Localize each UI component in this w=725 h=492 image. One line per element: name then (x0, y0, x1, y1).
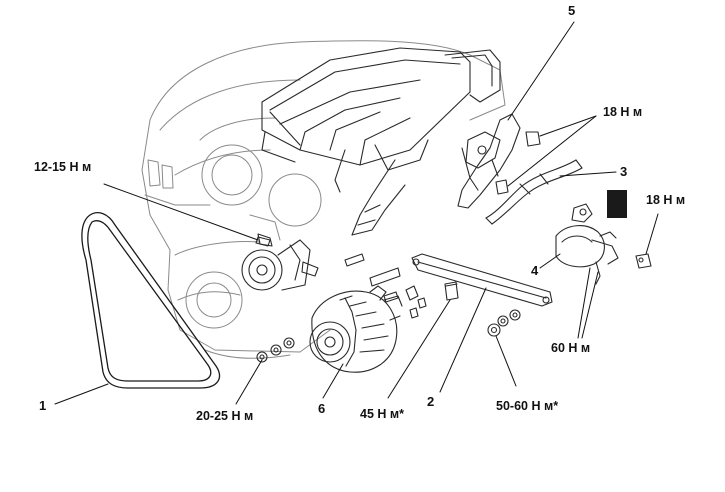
label-part-4: 4 (531, 263, 539, 278)
black-block (607, 190, 627, 218)
label-torque-45: 45 Н м* (360, 407, 404, 421)
leader-lines (54, 21, 659, 405)
label-part-3: 3 (620, 164, 628, 179)
engine-block-outline (141, 40, 506, 359)
label-part-6: 6 (318, 401, 326, 416)
idler-pulley-assembly (241, 233, 319, 291)
adjusting-bar (411, 253, 553, 307)
label-torque-50-60: 50-60 Н м* (496, 399, 559, 413)
label-torque-18-top: 18 Н м (603, 105, 643, 119)
intake-manifold (261, 47, 501, 236)
generator (309, 285, 403, 373)
label-part-5: 5 (568, 3, 576, 18)
label-torque-20-25: 20-25 Н м (196, 409, 254, 423)
drive-belt (81, 212, 221, 389)
bracket-5 (457, 113, 521, 209)
label-torque-12-15: 12-15 Н м (34, 160, 92, 174)
label-torque-60: 60 Н м (551, 341, 591, 355)
compressor-4 (555, 203, 619, 285)
fasteners (255, 131, 652, 363)
label-part-2: 2 (427, 394, 435, 409)
label-torque-18-right: 18 Н м (646, 193, 686, 207)
label-part-1: 1 (39, 398, 47, 413)
